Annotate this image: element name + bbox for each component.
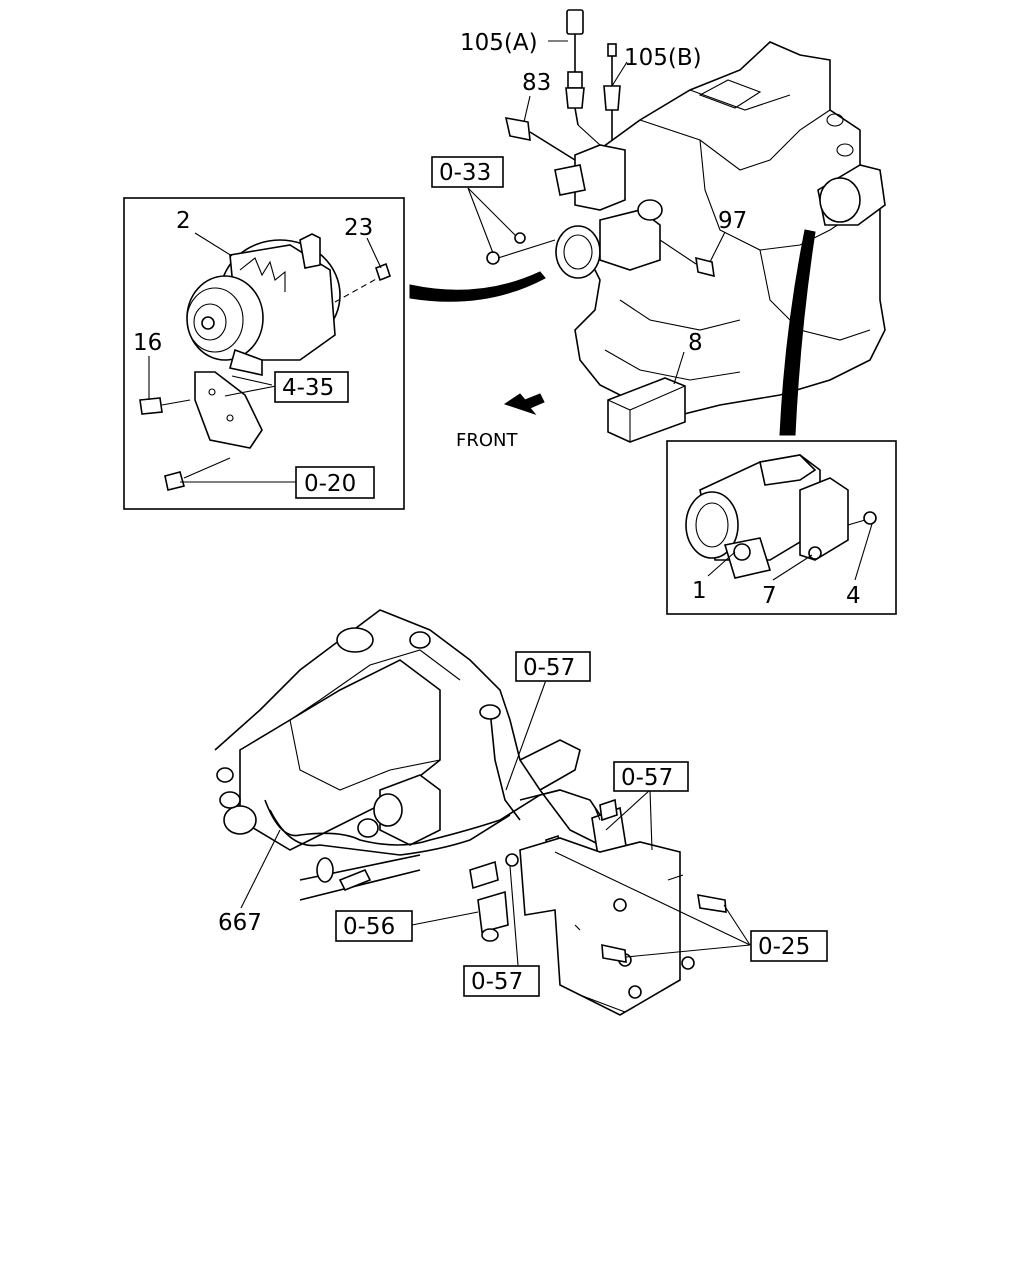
ref-box-0-57-right: 0-57 — [613, 761, 689, 792]
starter-leader-curve — [779, 229, 816, 436]
part-label-105a: 105(A) — [460, 30, 538, 56]
sensor-105b-drawing — [603, 43, 621, 140]
svg-text:0-57: 0-57 — [471, 969, 523, 995]
svg-text:0-20: 0-20 — [304, 471, 356, 497]
alternator-drawing — [139, 233, 391, 491]
leader-lines — [148, 40, 873, 966]
thermostat-housing-drawing — [486, 144, 715, 279]
ref-box-0-57-bottom: 0-57 — [463, 965, 540, 997]
part-label-23: 23 — [344, 215, 373, 241]
ref-box-0-25: 0-25 — [750, 930, 828, 962]
svg-text:0-57: 0-57 — [621, 765, 673, 791]
part-label-8: 8 — [688, 330, 703, 356]
front-arrow-icon — [503, 393, 545, 416]
part-label-667: 667 — [218, 910, 262, 936]
part-label-2: 2 — [176, 208, 191, 234]
part-label-16: 16 — [133, 330, 162, 356]
svg-text:0-33: 0-33 — [439, 160, 491, 186]
ref-box-0-20: 0-20 — [295, 466, 375, 499]
starter-on-block-drawing — [817, 164, 886, 226]
part-label-105b: 105(B) — [624, 45, 702, 71]
ref-box-4-35: 4-35 — [274, 371, 349, 403]
part-label-7: 7 — [762, 583, 777, 609]
sensor-83-drawing — [504, 116, 576, 161]
alternator-leader-curve — [409, 271, 546, 302]
ref-box-0-56: 0-56 — [335, 910, 413, 942]
part-label-4: 4 — [846, 583, 861, 609]
ref-box-0-33: 0-33 — [431, 156, 504, 188]
svg-text:0-25: 0-25 — [758, 934, 810, 960]
svg-text:4-35: 4-35 — [282, 375, 334, 401]
sensor-105a-drawing — [565, 9, 601, 146]
part-label-83: 83 — [522, 70, 551, 96]
component-8-drawing — [607, 377, 686, 443]
part-label-97: 97 — [718, 208, 747, 234]
front-label: FRONT — [456, 430, 518, 451]
svg-text:0-56: 0-56 — [343, 914, 395, 940]
svg-text:0-57: 0-57 — [523, 655, 575, 681]
engine-harness-drawing — [214, 609, 611, 901]
starter-drawing — [685, 454, 877, 579]
ref-box-0-57-top: 0-57 — [515, 651, 591, 682]
part-label-1: 1 — [692, 578, 707, 604]
vsv-valves-drawing — [469, 798, 727, 1016]
